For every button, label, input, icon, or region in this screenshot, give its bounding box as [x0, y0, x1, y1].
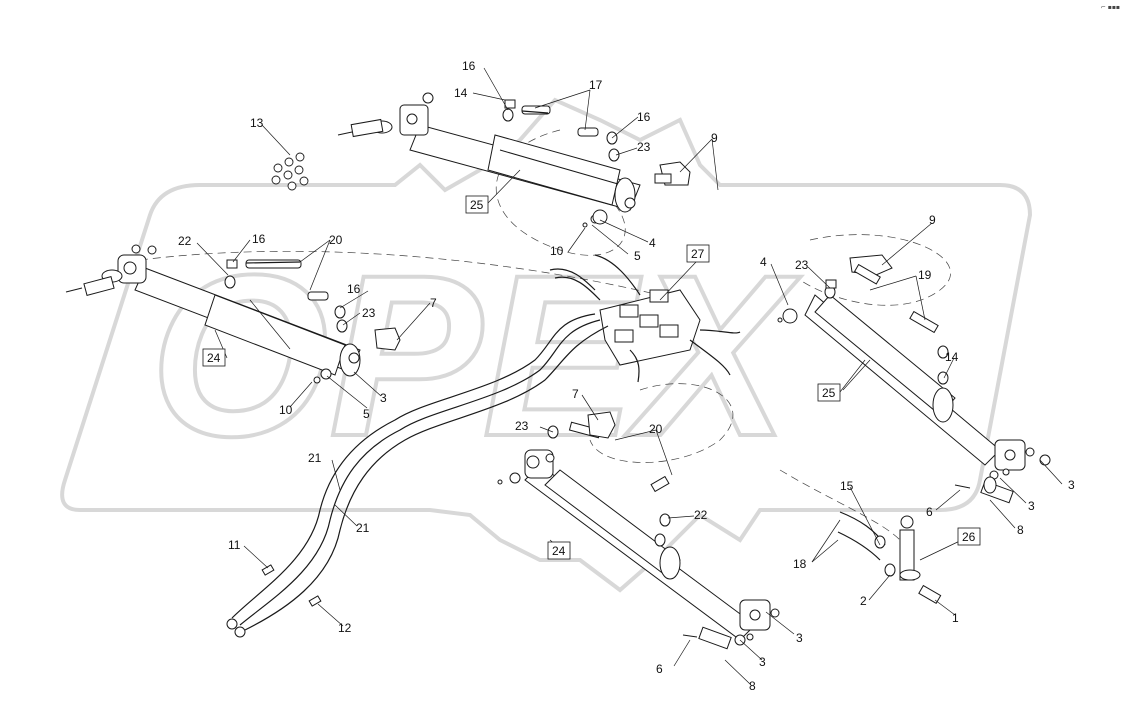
- svg-text:26: 26: [962, 530, 976, 544]
- callout-23: 23: [515, 419, 529, 433]
- boxed-label-26: 26: [957, 527, 981, 546]
- callout-5: 5: [363, 407, 370, 421]
- leader-lines: [196, 67, 1063, 685]
- callout-7: 7: [572, 387, 579, 401]
- nut-cluster: [271, 152, 309, 191]
- callout-22: 22: [178, 234, 192, 248]
- callout-23: 23: [362, 306, 376, 320]
- svg-text:25: 25: [470, 198, 484, 212]
- svg-text:24: 24: [207, 351, 221, 365]
- callout-4: 4: [760, 255, 767, 269]
- svg-text:24: 24: [552, 544, 566, 558]
- callout-9: 9: [711, 131, 718, 145]
- svg-text:25: 25: [822, 386, 836, 400]
- corner-mark: ⌐ ▪▪▪: [1100, 4, 1120, 11]
- callout-16: 16: [637, 110, 651, 124]
- cylinder-right: [777, 254, 1051, 480]
- callout-20: 20: [329, 233, 343, 247]
- callout-17: 17: [589, 78, 603, 92]
- boxed-label-27: 27: [686, 244, 710, 263]
- callout-1: 1: [952, 611, 959, 625]
- cylinder-left: [65, 244, 401, 384]
- hoses: [231, 110, 886, 631]
- callout-16: 16: [347, 282, 361, 296]
- callout-8: 8: [1017, 523, 1024, 537]
- callout-14: 14: [945, 350, 959, 364]
- boxed-label-24-bottom: 24: [547, 541, 571, 560]
- callout-3: 3: [759, 655, 766, 669]
- boxed-label-25-top: 25: [465, 195, 489, 214]
- callout-10: 10: [279, 403, 293, 417]
- callout-18: 18: [793, 557, 807, 571]
- callout-23: 23: [637, 140, 651, 154]
- callout-22: 22: [694, 508, 708, 522]
- callout-labels: 16 14 17 16 23 9 13 10 4 5 22 16 20 16 2…: [178, 59, 1075, 693]
- callout-4: 4: [649, 236, 656, 250]
- callout-7: 7: [430, 296, 437, 310]
- callout-3: 3: [1028, 499, 1035, 513]
- callout-2: 2: [860, 594, 867, 608]
- boxed-labels: 25 24 27 25 24 26: [202, 195, 981, 560]
- callout-10: 10: [550, 244, 564, 258]
- callout-20: 20: [649, 422, 663, 436]
- callout-3: 3: [796, 631, 803, 645]
- svg-text:27: 27: [691, 247, 705, 261]
- callout-21: 21: [356, 521, 370, 535]
- callout-14: 14: [454, 86, 468, 100]
- callout-9: 9: [929, 213, 936, 227]
- boxed-label-24-left: 24: [202, 348, 226, 367]
- callout-16: 16: [252, 232, 266, 246]
- small-components: [226, 515, 942, 638]
- callout-5: 5: [634, 249, 641, 263]
- callout-21: 21: [308, 451, 322, 465]
- callout-16: 16: [462, 59, 476, 73]
- callout-3: 3: [1068, 478, 1075, 492]
- callout-23: 23: [795, 258, 809, 272]
- cylinder-bottom: [497, 411, 780, 650]
- callout-13: 13: [250, 116, 264, 130]
- callout-6: 6: [656, 662, 663, 676]
- callout-19: 19: [918, 268, 932, 282]
- callout-3: 3: [380, 391, 387, 405]
- callout-15: 15: [840, 479, 854, 493]
- watermark-gear-outline: [60, 97, 1033, 593]
- callout-11: 11: [228, 538, 241, 552]
- callout-8: 8: [749, 679, 756, 693]
- callout-12: 12: [338, 621, 352, 635]
- valve-block: [599, 289, 701, 366]
- boxed-label-25-right: 25: [817, 383, 841, 402]
- callout-6: 6: [926, 505, 933, 519]
- pin-set-right: [954, 476, 1014, 504]
- cylinder-top: [337, 92, 691, 228]
